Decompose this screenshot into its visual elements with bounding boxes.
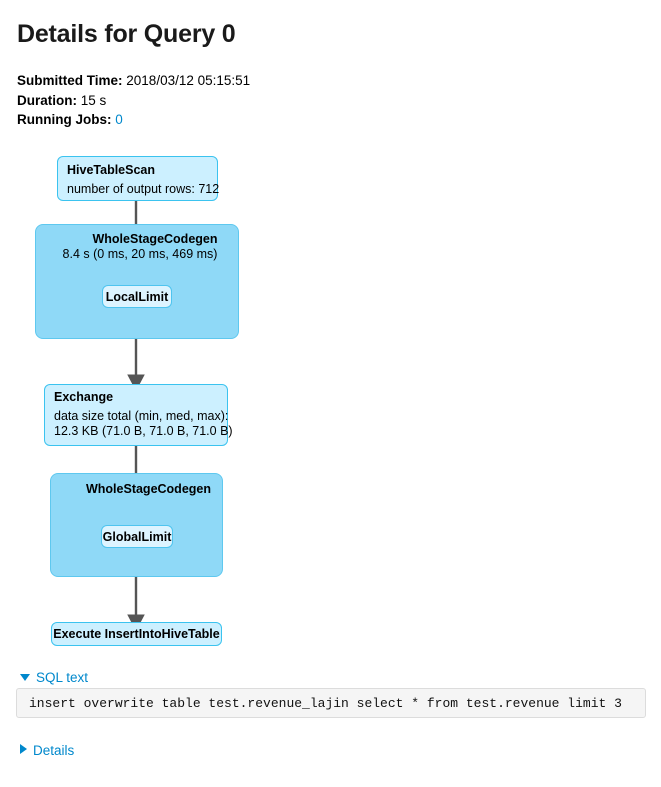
plan-cluster-wholestagecodegen-top[interactable]: WholeStageCodegen 8.4 s (0 ms, 20 ms, 46… — [35, 224, 239, 339]
submitted-time-row: Submitted Time: 2018/03/12 05:15:51 — [17, 71, 250, 91]
plan-cluster-wholestagecodegen-top-metric: 8.4 s (0 ms, 20 ms, 469 ms) — [62, 247, 218, 261]
plan-node-locallimit-label: LocalLimit — [105, 289, 169, 304]
running-jobs-row: Running Jobs: 0 — [17, 110, 250, 130]
submitted-time-value: 2018/03/12 05:15:51 — [126, 73, 251, 88]
sql-text-toggle-label: SQL text — [36, 670, 89, 685]
plan-node-hivetablescan-title: HiveTableScan — [67, 163, 156, 177]
plan-cluster-wholestagecodegen-bottom-title: WholeStageCodegen — [85, 482, 211, 496]
plan-node-exchange-metric-line2: 12.3 KB (71.0 B, 71.0 B, 71.0 B) — [54, 423, 233, 438]
details-toggle[interactable]: Details — [20, 743, 74, 758]
details-toggle-label: Details — [33, 743, 75, 758]
query-plan-graph: HiveTableScan number of output rows: 712… — [35, 156, 239, 646]
sql-text-toggle[interactable]: SQL text — [20, 670, 88, 685]
plan-node-locallimit[interactable]: LocalLimit — [102, 285, 172, 308]
plan-node-exchange-title: Exchange — [54, 390, 114, 404]
running-jobs-link[interactable]: 0 — [115, 112, 123, 127]
plan-node-hivetablescan-metric: number of output rows: 712 — [67, 182, 220, 196]
plan-node-execute-insert-into-hive-table[interactable]: Execute InsertIntoHiveTable — [51, 622, 222, 646]
submitted-time-label: Submitted Time: — [17, 73, 123, 88]
duration-value: 15 s — [80, 92, 107, 108]
plan-node-globallimit[interactable]: GlobalLimit — [101, 525, 173, 548]
duration-label: Duration: — [17, 92, 77, 108]
plan-node-hivetablescan[interactable]: HiveTableScan number of output rows: 712 — [57, 156, 220, 201]
chevron-right-icon — [20, 744, 27, 754]
plan-cluster-wholestagecodegen-bottom[interactable]: WholeStageCodegen — [50, 473, 223, 577]
plan-node-exchange-metric-line1: data size total (min, med, max): — [54, 409, 229, 423]
running-jobs-label: Running Jobs: — [17, 112, 112, 127]
plan-node-globallimit-label: GlobalLimit — [102, 529, 172, 544]
plan-node-exchange-metric: data size total (min, med, max):12.3 KB … — [54, 409, 233, 438]
duration-row: Duration: 15 s — [17, 91, 250, 111]
plan-node-exchange[interactable]: Exchange data size total (min, med, max)… — [44, 384, 233, 446]
chevron-down-icon — [20, 674, 30, 681]
page-title: Details for Query 0 — [17, 20, 236, 48]
query-metadata: Submitted Time: 2018/03/12 05:15:51 Dura… — [17, 71, 250, 130]
plan-cluster-wholestagecodegen-top-title: WholeStageCodegen — [92, 232, 218, 246]
plan-node-execute-title: Execute InsertIntoHiveTable — [53, 627, 220, 641]
sql-text-box: insert overwrite table test.revenue_laji… — [16, 688, 646, 718]
sql-text-value: insert overwrite table test.revenue_laji… — [29, 695, 622, 711]
